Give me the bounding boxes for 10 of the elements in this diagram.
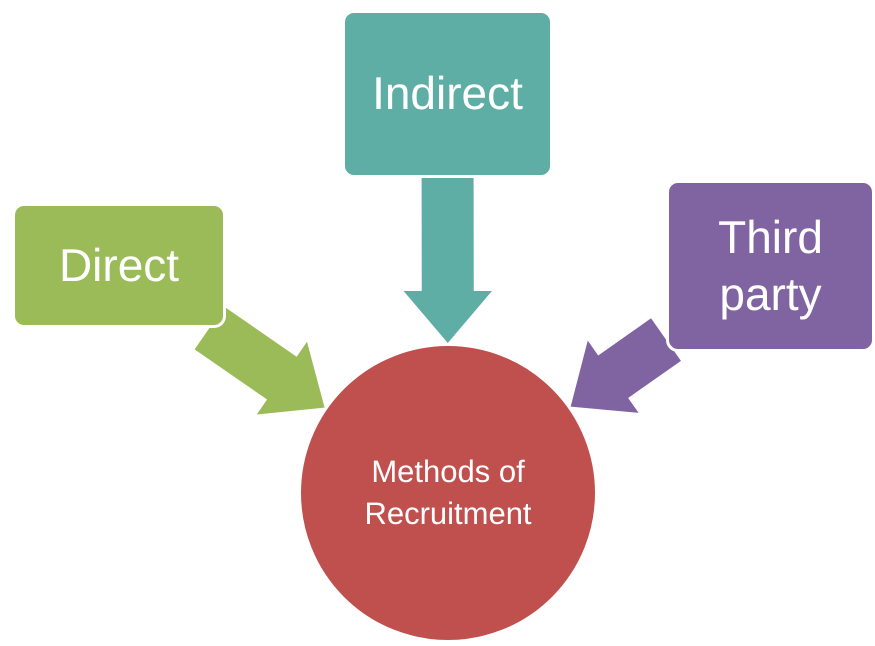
node-label: Indirect xyxy=(372,66,523,122)
process-box xyxy=(12,203,226,328)
node-label: Methods of Recruitment xyxy=(363,453,533,533)
block-arrow xyxy=(404,178,492,343)
process-box xyxy=(342,10,553,178)
block-arrow xyxy=(194,306,325,414)
node-label: Direct xyxy=(58,238,180,293)
node-label: Third party xyxy=(717,210,824,322)
block-arrow xyxy=(570,318,681,413)
process-box xyxy=(666,180,875,352)
